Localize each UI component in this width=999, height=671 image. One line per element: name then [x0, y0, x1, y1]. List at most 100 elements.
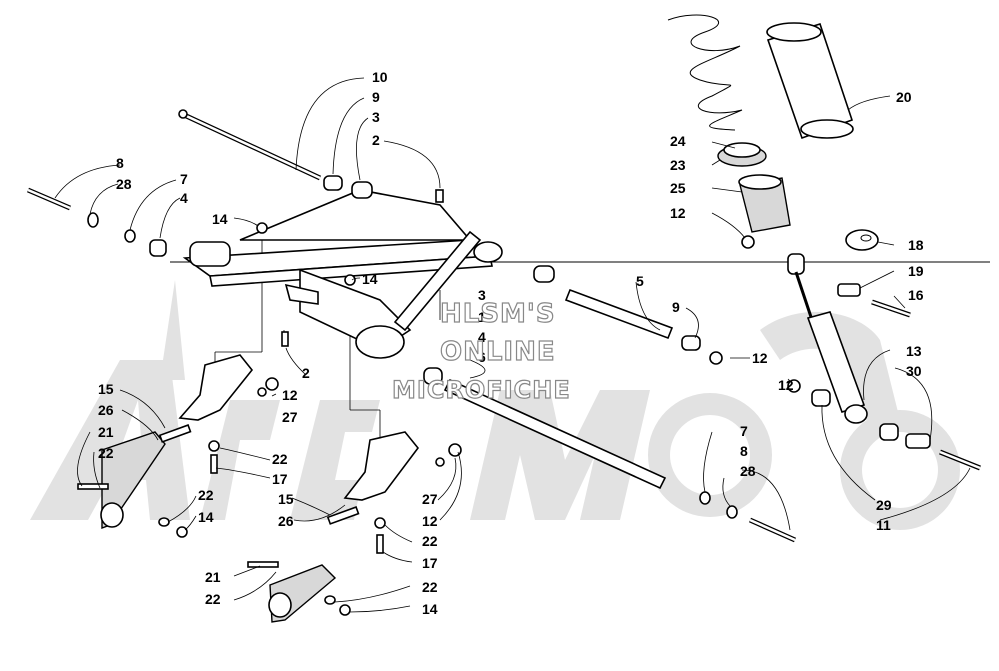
- callout-c2a: 2: [372, 132, 380, 148]
- nut-part-14: [256, 222, 268, 234]
- callout-c22c: 22: [198, 487, 214, 503]
- grease-fitting-part-2-b: [281, 331, 289, 347]
- bolt-part-21: [77, 483, 109, 490]
- callout-c13: 13: [906, 343, 922, 359]
- spring-part-24: [667, 14, 743, 131]
- washer-part-27: [257, 387, 267, 397]
- callout-c7b: 7: [740, 423, 748, 439]
- washer-part-27-b: [435, 457, 445, 467]
- washer-part-28-b: [726, 505, 738, 519]
- callout-c23: 23: [670, 157, 686, 173]
- bolt-part-17: [210, 454, 218, 474]
- callout-c28a: 28: [116, 176, 132, 192]
- bracket-part-26-b: [268, 431, 420, 623]
- bolt-part-16: [871, 299, 911, 318]
- callout-c25: 25: [670, 180, 686, 196]
- callout-c20: 20: [896, 89, 912, 105]
- callout-c22b: 22: [272, 451, 288, 467]
- callout-c1: 1: [478, 309, 486, 325]
- callout-c12a: 12: [752, 350, 768, 366]
- callout-c24: 24: [670, 133, 686, 149]
- spring-retainer-part-23: [717, 142, 767, 167]
- bolt-part-8: [27, 187, 71, 211]
- spacer-part-9-b: [681, 335, 701, 351]
- callout-c26b: 26: [278, 513, 294, 529]
- callout-c12d: 12: [670, 205, 686, 221]
- callout-c30: 30: [906, 363, 922, 379]
- callout-c16: 16: [908, 287, 924, 303]
- callout-c15a: 15: [98, 381, 114, 397]
- bushing-part-29: [811, 389, 831, 407]
- bolt-part-21-b: [247, 561, 279, 568]
- callout-c4b: 4: [478, 329, 486, 345]
- callout-c21a: 21: [98, 424, 114, 440]
- washer-part-22: [208, 440, 220, 452]
- callout-c22e: 22: [205, 591, 221, 607]
- callout-c6: 6: [478, 349, 486, 365]
- background-logo-watermark: [30, 280, 960, 530]
- watermark-line-2: ONLINE: [440, 337, 556, 367]
- callout-c22f: 22: [422, 579, 438, 595]
- callout-c19: 19: [908, 263, 924, 279]
- nut-part-14-d: [339, 604, 351, 616]
- callout-c15b: 15: [278, 491, 294, 507]
- watermark-text: HLSM'S ONLINE MICROFICHE: [391, 298, 571, 404]
- callout-c18: 18: [908, 237, 924, 253]
- callout-c27a: 27: [282, 409, 298, 425]
- bolt-part-8-b: [748, 517, 797, 543]
- callout-c7a: 7: [180, 171, 188, 187]
- washer-part-7: [124, 229, 136, 243]
- shock-absorber-part-13: [787, 253, 868, 424]
- callout-c29: 29: [876, 497, 892, 513]
- washer-part-22-b: [158, 517, 170, 527]
- bolt-part-10: [178, 109, 322, 181]
- pin-part-15-b: [326, 506, 360, 525]
- callout-c3a: 3: [372, 109, 380, 125]
- cushion-part-18: [845, 229, 879, 251]
- callout-c14a: 14: [212, 211, 228, 227]
- bracket-part-26: [100, 354, 254, 530]
- callout-leaders: [54, 77, 971, 613]
- callout-c26a: 26: [98, 402, 114, 418]
- spacer-part-9: [323, 175, 343, 191]
- callout-c17a: 17: [272, 471, 288, 487]
- callout-c12e: 12: [778, 377, 794, 393]
- bolt-part-17-b: [376, 534, 384, 554]
- callout-c14d: 14: [422, 601, 438, 617]
- callout-c12b: 12: [282, 387, 298, 403]
- callout-c5: 5: [636, 273, 644, 289]
- boot-part-20: [766, 22, 854, 140]
- callout-c22a: 22: [98, 445, 114, 461]
- bushing-part-3: [351, 181, 373, 199]
- spacer-part-19: [837, 283, 861, 297]
- callout-c28b: 28: [740, 463, 756, 479]
- nut-part-12: [709, 351, 723, 365]
- washer-part-12-c: [448, 443, 462, 457]
- callout-c8a: 8: [116, 155, 124, 171]
- nut-part-12-e: [787, 379, 801, 393]
- callout-c12c: 12: [422, 513, 438, 529]
- callout-c9a: 9: [372, 89, 380, 105]
- washer-part-12-b: [265, 377, 279, 391]
- spacer-part-30: [905, 433, 931, 449]
- callout-c27b: 27: [422, 491, 438, 507]
- bolt-part-11: [939, 449, 981, 471]
- shaft-part-5: [533, 265, 674, 340]
- shaft-part-6: [423, 367, 667, 490]
- nut-part-12-d: [741, 235, 755, 249]
- washer-part-28: [87, 212, 99, 228]
- pin-part-15: [158, 424, 192, 443]
- nut-part-14-b: [344, 274, 356, 286]
- callout-c8b: 8: [740, 443, 748, 459]
- callout-c10: 10: [372, 69, 388, 85]
- nut-part-14-c: [176, 526, 188, 538]
- callout-c14b: 14: [362, 271, 378, 287]
- callout-c2b: 2: [302, 365, 310, 381]
- watermark-line-3: MICROFICHE: [392, 376, 571, 404]
- callout-c21b: 21: [205, 569, 221, 585]
- swing-arm-part-1: [182, 189, 503, 359]
- grease-fitting-part-2: [435, 189, 444, 203]
- callout-c9b: 9: [672, 299, 680, 315]
